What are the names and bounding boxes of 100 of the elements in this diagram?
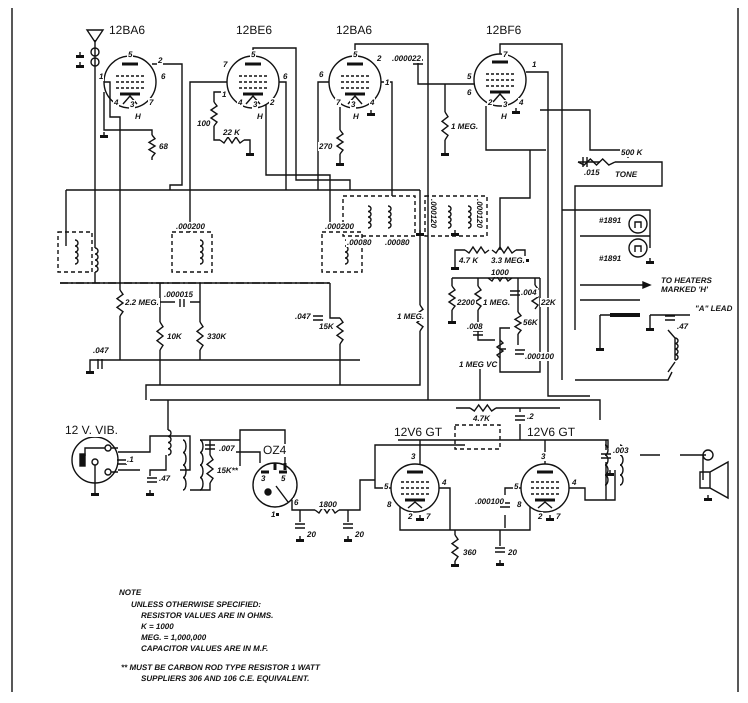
component-value: 2.2 MEG. <box>124 298 160 307</box>
pin-number: 7 <box>555 512 562 521</box>
pin-number: 1 <box>98 72 104 81</box>
pin-number: 7 <box>335 98 342 107</box>
component-value: .000015 <box>163 290 194 299</box>
component-value: 500 K <box>620 148 644 157</box>
pin-number: 1 <box>384 78 390 87</box>
component-value: 100 <box>196 119 212 128</box>
component-value: .00080 <box>384 238 410 247</box>
pin-number: 6 <box>160 72 166 81</box>
note-text: CAPACITOR VALUES ARE IN M.F. <box>140 644 270 654</box>
pin-number: 4 <box>237 98 244 107</box>
component-value: 20 <box>354 530 365 539</box>
component-value: 3.3 MEG. <box>490 256 526 265</box>
component-value: 4.7K <box>472 414 491 423</box>
component-value: .000120 <box>475 198 484 229</box>
pin-number: 5 <box>250 50 256 59</box>
component-value: TONE <box>614 170 638 179</box>
note-text: RESISTOR VALUES ARE IN OHMS. <box>140 611 274 621</box>
component-value: .000120 <box>429 198 438 229</box>
pin-number: 1 <box>221 90 228 99</box>
component-value: .008 <box>466 322 484 331</box>
pin-number: 4 <box>441 478 448 487</box>
pin-number: 3 <box>252 100 258 109</box>
component-value: 68 <box>158 142 169 151</box>
component-value: 22 K <box>222 128 241 137</box>
component-value: 20 <box>306 530 317 539</box>
component-value: 1 MEG VC <box>458 360 498 369</box>
pin-number: 8 <box>386 500 392 509</box>
component-value: 330K <box>206 332 228 341</box>
component-value: .1 <box>126 455 135 464</box>
note-text: UNLESS OTHERWISE SPECIFIED: <box>130 600 262 610</box>
pin-number: 2 <box>269 98 276 107</box>
pin-number: 4 <box>518 98 524 107</box>
component-value: .47 <box>158 474 172 483</box>
tube-type-label: OZ4 <box>262 444 288 457</box>
pin-number: 8 <box>516 500 522 509</box>
component-value: .000100 <box>474 497 505 506</box>
component-value: 1 MEG. <box>482 298 512 307</box>
component-value: .000200 <box>175 222 206 231</box>
pin-number: 7 <box>148 98 154 107</box>
tube-type-label: 12 V. VIB. <box>64 424 119 437</box>
note-text: NOTE <box>118 588 142 598</box>
tube-type-label: 12BA6 <box>108 24 146 37</box>
pin-number: 3 <box>350 100 356 109</box>
pin-number: 6 <box>293 498 300 507</box>
tube-type-label: 12BE6 <box>235 24 274 37</box>
component-value: 56K <box>522 318 539 327</box>
pin-number: 7 <box>502 50 508 59</box>
pin-number: 4 <box>369 98 376 107</box>
pin-number: 3 <box>540 452 546 461</box>
pin-number: 3 <box>129 100 136 109</box>
pin-number: 2 <box>157 56 164 65</box>
tube-type-label: 12V6 GT <box>393 426 444 439</box>
pin-number: 6 <box>282 72 288 81</box>
pin-number: 7 <box>425 512 432 521</box>
note-text: ** MUST BE CARBON ROD TYPE RESISTOR 1 WATT <box>120 663 321 673</box>
component-value: .00080 <box>346 238 372 247</box>
component-value: 20 <box>507 548 518 557</box>
pin-number: 3 <box>410 452 416 461</box>
pin-number: 3 <box>502 100 508 109</box>
component-value: "A" LEAD <box>694 304 734 313</box>
pin-number: 5 <box>466 72 472 81</box>
component-value: .007 <box>218 444 236 453</box>
component-value: #1891 <box>598 216 622 225</box>
component-value: 15K <box>318 322 335 331</box>
pin-number: H <box>500 112 508 121</box>
pin-number: 2 <box>407 512 414 521</box>
component-value: 4.7 K <box>458 256 480 265</box>
note-text: MEG. = 1,000,000 <box>140 633 208 643</box>
component-value: .003 <box>612 446 630 455</box>
pin-number: 2 <box>487 98 494 107</box>
pin-number: H <box>256 112 264 121</box>
component-value: .000100 <box>524 352 555 361</box>
pin-number: 2 <box>537 512 544 521</box>
note-text: K = 1000 <box>140 622 175 632</box>
component-value: .000200 <box>324 222 355 231</box>
component-value: 1 MEG. <box>396 312 426 321</box>
component-value: 360 <box>462 548 478 557</box>
component-value: #1891 <box>598 254 622 263</box>
component-value: 270 <box>318 142 334 151</box>
pin-number: 4 <box>113 98 120 107</box>
component-value: 22K <box>540 298 557 307</box>
pin-number: 5 <box>513 482 520 491</box>
pin-number: 2 <box>376 54 382 63</box>
pin-number: 5 <box>280 474 286 483</box>
component-value: 10K <box>166 332 183 341</box>
note-text: SUPPLIERS 306 AND 106 C.E. EQUIVALENT. <box>140 674 310 684</box>
component-value: 1800 <box>318 500 338 509</box>
tube-type-label: 12BF6 <box>485 24 522 37</box>
pin-number: 1 <box>270 510 276 519</box>
pin-number: 5 <box>127 50 134 59</box>
pin-number: 3 <box>260 474 266 483</box>
pin-number: H <box>134 112 142 121</box>
pin-number: 6 <box>466 88 472 97</box>
pin-number: 6 <box>318 70 324 79</box>
component-value: .047 <box>294 312 312 321</box>
component-value: .2 <box>526 412 535 421</box>
component-value: .000022 <box>391 54 422 63</box>
component-value: 15K** <box>216 466 239 475</box>
